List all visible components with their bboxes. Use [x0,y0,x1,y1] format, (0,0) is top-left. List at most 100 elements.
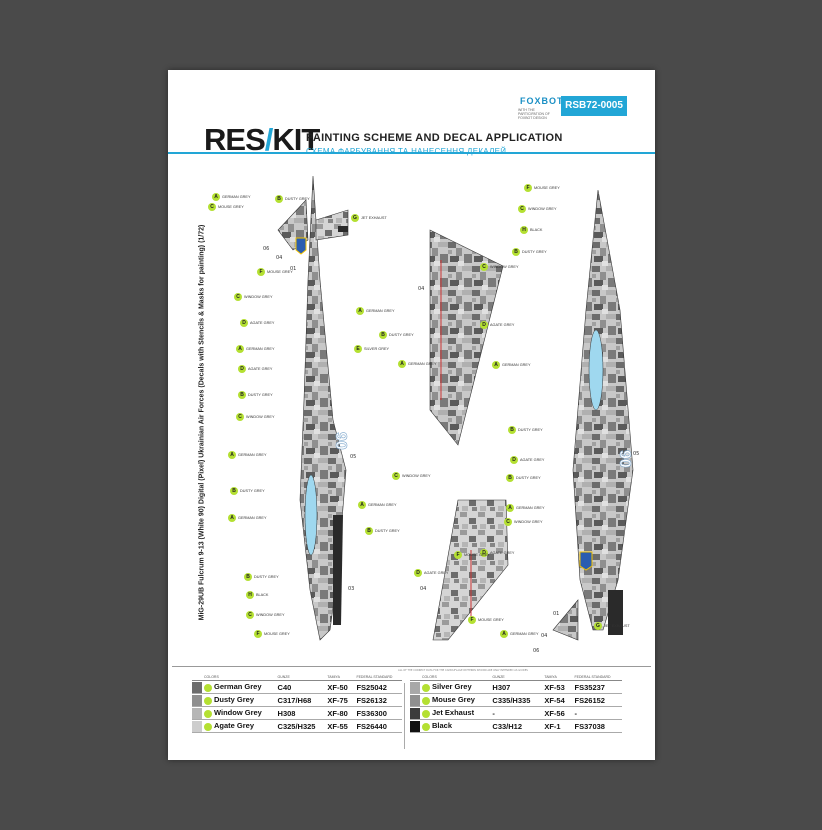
decal-01-label: 01 [290,266,296,272]
table-row: Silver Grey H307 XF-53 FS35237 [410,680,622,694]
table-row: Black C33/H12 XF-1 FS37038 [410,719,622,733]
table-row: Window Grey H308 XF-80 FS36300 [192,706,402,720]
color-swatch [192,681,202,693]
table-row: Agate Grey C325/H325 XF-55 FS26440 [192,719,402,733]
table-header-row: COLORS GUNZE TAMIYA FEDERAL STANDARD [192,674,402,681]
center-bottom-view: 04 [420,499,509,641]
color-swatch [192,707,202,719]
aircraft-drawings: 90 06 04 01 05 03 04 04 90 05 [263,175,639,654]
center-top-view: 04 [418,229,504,446]
decal-05-right-label: 05 [633,451,639,457]
color-table-right: COLORS GUNZE TAMIYA FEDERAL STANDARD Sil… [410,674,622,733]
fine-print: ALL OF THE CORRECT DATA FOR THE CAMOUFLA… [398,669,528,672]
color-letter-badge [204,696,212,705]
color-swatch [410,681,420,693]
color-letter-badge [422,696,430,705]
table-divider [172,666,651,667]
decal-01-right-label: 01 [553,611,559,617]
color-swatch [192,694,202,706]
foxbot-subtitle: WITH THE PARTICIPATION OF FOXBOT DESIGN [518,108,550,120]
table-header-row: COLORS GUNZE TAMIYA FEDERAL STANDARD [410,674,622,681]
table-row: German Grey C40 XF-50 FS25042 [192,680,402,694]
color-letter-badge [204,709,212,718]
color-letter-badge [204,683,212,692]
left-side-view: 90 06 04 01 05 03 [263,175,356,641]
decal-06-right-label: 06 [533,648,539,654]
decal-06-label: 06 [263,246,269,252]
color-letter-badge [422,722,430,731]
color-letter-badge [422,683,430,692]
sheet-title: PAINTING SCHEME AND DECAL APPLICATION [306,132,563,144]
color-swatch [192,720,202,732]
color-letter-badge [204,722,212,731]
foxbot-logo: FOXBOT [520,96,564,106]
header-divider [168,152,655,154]
right-side-view: 90 05 01 04 06 [533,189,639,654]
decal-04-right-label: 04 [541,633,547,639]
reskit-logo: RES/KIT [204,122,320,157]
side-title: MiG-29UB Fulcrum 9-13 (White 90) Digital… [198,224,206,621]
decal-03-label: 03 [348,586,354,592]
aircraft-number-left: 90 [332,432,349,450]
instruction-sheet: RES/KIT PAINTING SCHEME AND DECAL APPLIC… [168,70,655,760]
decal-04-center2-label: 04 [420,586,426,592]
aircraft-number-right: 90 [616,450,633,468]
sheet-title-ua: СХЕМА ФАРБУВАННЯ ТА НАНЕСЕННЯ ДЕКАЛЕЙ [306,147,506,156]
color-letter-badge [422,709,430,718]
decal-05-label: 05 [350,454,356,460]
color-swatch [410,694,420,706]
color-swatch [410,720,420,732]
table-row: Dusty Grey C317/H68 XF-75 FS26132 [192,693,402,707]
decal-04-center-label: 04 [418,286,424,292]
table-separator [404,683,405,749]
table-row: Mouse Grey C335/H335 XF-54 FS26152 [410,693,622,707]
color-table-left: COLORS GUNZE TAMIYA FEDERAL STANDARD Ger… [192,674,402,733]
decal-04-label: 04 [276,255,282,261]
product-code-badge: RSB72-0005 [561,96,627,116]
color-swatch [410,707,420,719]
